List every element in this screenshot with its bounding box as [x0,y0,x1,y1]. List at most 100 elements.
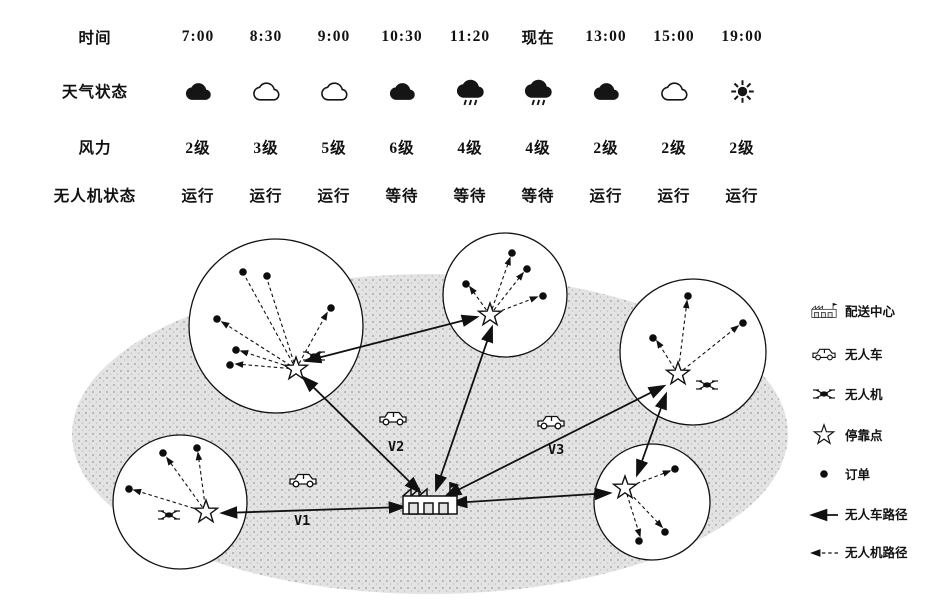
legend-item: 无人车路径 [809,507,908,522]
row-label-weather: 天气状态 [61,84,128,101]
wind-level-cell: 2级 [593,140,619,157]
vehicle-route [301,375,422,494]
uav-status-cell: 运行 [317,188,351,205]
uav-status-cell: 等待 [385,188,419,205]
legend-item: 订单 [820,467,871,482]
route-label-v1: V1 [294,513,310,529]
cloud-dark-icon [185,82,211,100]
order-dot [462,280,470,288]
drone-path [656,339,679,375]
row-label-wind: 风力 [78,140,112,157]
order-dot [684,292,692,300]
wind-level-cell: 2级 [729,140,755,157]
order-dot [539,292,547,300]
drone-path [295,311,328,370]
zone-circle [188,238,364,414]
legend-item: 无人车 [812,347,883,362]
order-dot [635,537,643,545]
uav-status-cell: 等待 [453,188,487,205]
uav-status-cell: 运行 [589,188,623,205]
route-label-v2: V2 [388,439,404,455]
drone-path [624,487,642,538]
drone-path [469,285,491,316]
order-dots [125,249,747,545]
drone-path [245,277,297,370]
drone-path [220,321,297,370]
time-cell: 19:00 [721,28,763,45]
order-dot [193,444,201,452]
route-label-v3: V3 [548,442,564,458]
legend-label: 无人机 [844,387,883,402]
weather-icon-cell [640,60,708,122]
weather-status-table: 时间 7:00 8:30 9:00 10:30 11:20 现在 13:00 1… [26,14,776,218]
uav-status-cell: 运行 [249,188,283,205]
order-dot [239,268,247,276]
legend: 配送中心 无人车 无人机 停靠点 订单 无人车路径 无人机路径 [809,302,908,560]
drone-path [489,271,525,316]
legend-item: 无人机路径 [810,545,908,560]
weather-icon-cell [368,60,436,122]
order-dot [739,319,747,327]
time-cell: 现在 [521,30,555,47]
weather-icon-cell [436,60,504,122]
legend-label: 配送中心 [845,304,896,319]
wind-level-cell: 5级 [321,140,347,157]
wind-level-cell: 4级 [457,140,483,157]
zone-circle [619,278,767,426]
zone-circle [442,232,568,358]
time-cell: 11:20 [449,28,491,45]
wind-level-cell: 3级 [253,140,279,157]
time-cell: 8:30 [249,28,283,45]
time-cell: 7:00 [181,28,215,45]
vehicle-routes [219,314,667,519]
drone-icon [812,389,836,399]
vehicle-route [449,487,613,509]
dot-icon [820,470,828,478]
legend-item: 无人机 [812,387,883,402]
legend-item: 停靠点 [813,424,883,444]
order-dot [232,346,240,354]
drone-path [677,324,740,375]
vehicle-route [303,314,480,364]
sun-icon [729,78,755,104]
legend-item: 配送中心 [811,302,896,319]
time-cell: 15:00 [653,28,695,45]
time-cell: 13:00 [585,28,627,45]
zone-circle [112,434,248,570]
weather-icon-cell [708,60,776,122]
order-dot [226,361,234,369]
order-dot [523,265,531,273]
weather-icon-cell [164,60,232,122]
uav-status-cell: 运行 [725,188,759,205]
order-dot [159,449,167,457]
vehicle-route [219,501,407,519]
rain-cloud-icon [457,75,484,108]
weather-icon-cell [572,60,640,122]
time-cell: 9:00 [317,28,351,45]
building-icon [811,302,838,318]
cloud-light-icon [252,81,280,101]
delivery-network-diagram: V1 V2 V3 配送中心 无人车 无人机 停靠点 订单 无人车路径 [72,232,908,594]
weather-icon-cell [232,60,300,122]
order-dot [649,334,657,342]
wind-level-cell: 6级 [389,140,415,157]
order-dot [263,272,271,280]
row-label-time: 时间 [78,30,112,47]
row-label-uav-status: 无人机状态 [53,188,137,205]
uav-status-cell: 运行 [657,188,691,205]
legend-label: 无人机路径 [844,545,908,560]
weather-icon-cell [504,60,572,122]
cloud-dark-icon [593,82,619,100]
order-dot [327,304,335,312]
legend-label: 停靠点 [845,428,883,443]
order-dot [661,528,669,536]
vehicle-route [443,384,667,498]
vehicle-route [636,391,667,478]
rain-cloud-icon [525,75,552,108]
star-icon [813,424,835,444]
uav-status-cell: 运行 [181,188,215,205]
wind-level-cell: 4级 [525,140,551,157]
cloud-light-icon [320,81,348,101]
wind-level-cell: 2级 [661,140,687,157]
time-cell: 10:30 [381,28,423,45]
